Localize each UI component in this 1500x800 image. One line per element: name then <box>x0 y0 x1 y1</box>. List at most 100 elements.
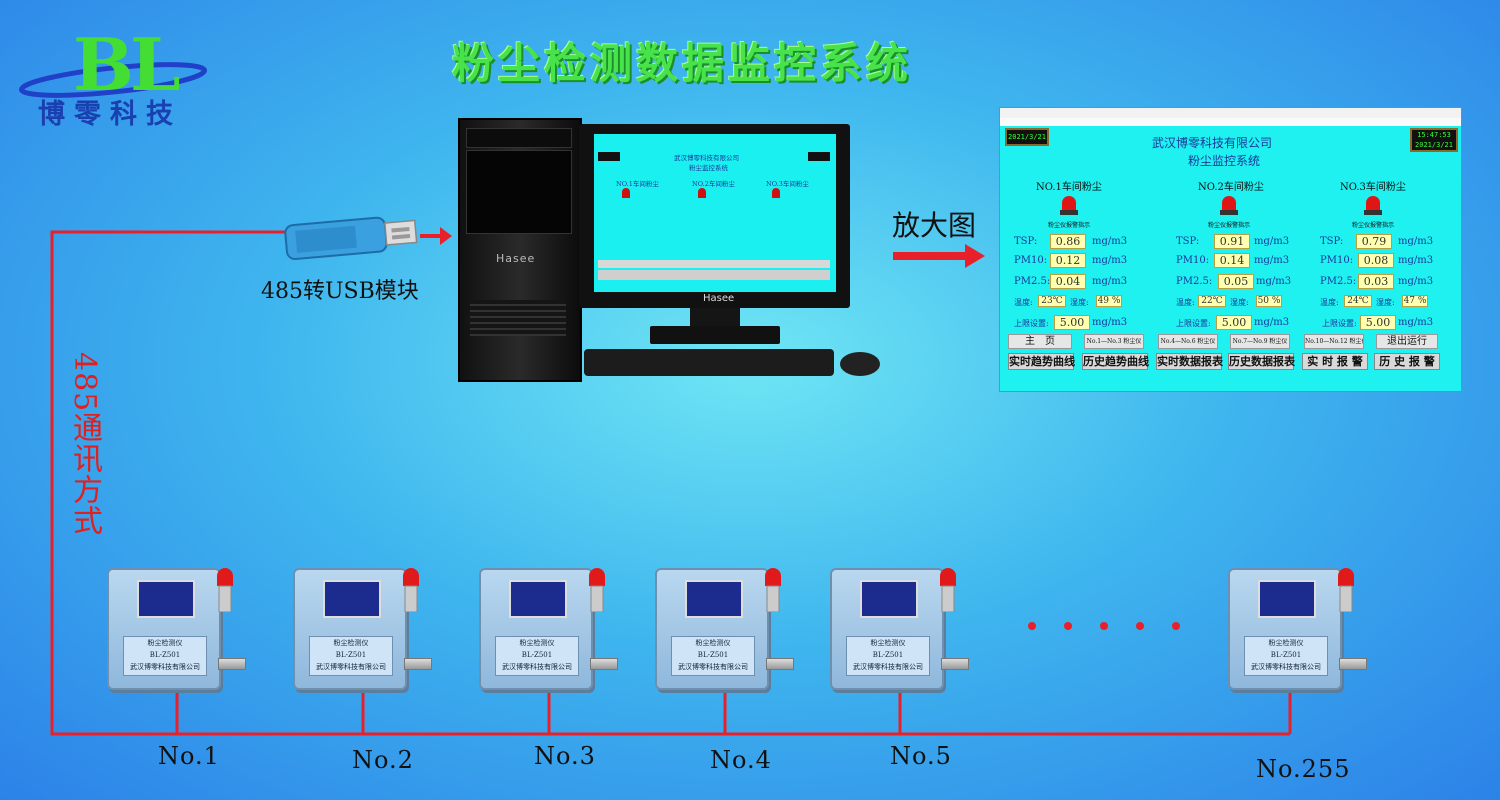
ws1-tsp-unit: mg/m3 <box>1092 236 1128 247</box>
detector-alarm-light-3 <box>589 568 605 612</box>
ws2-alarm-caption: 粉尘仪报警指示 <box>1208 222 1251 229</box>
devices-4-6-button[interactable]: No.4—No.6 粉尘仪 <box>1158 334 1218 349</box>
ws1-tsp-label: TSP: <box>1014 236 1038 247</box>
detector-model: BL-Z501 <box>521 651 553 659</box>
mini-ws1: NO.1车间粉尘 <box>616 180 659 188</box>
ws2-alarm-icon <box>1220 196 1238 215</box>
ws3-temp-value: 24℃ <box>1344 295 1372 307</box>
detector-name: 粉尘检测仪 <box>870 639 906 647</box>
ws2-limit-label: 上限设置: <box>1176 319 1211 328</box>
ws2-tsp-unit: mg/m3 <box>1254 236 1290 247</box>
devices-7-9-button[interactable]: No.7—No.9 粉尘仪 <box>1230 334 1290 349</box>
detector-name: 粉尘检测仪 <box>333 639 369 647</box>
window-system: 粉尘监控系统 <box>1188 154 1261 168</box>
ws2-pm25-label: PM2.5: <box>1176 276 1213 287</box>
detector-model: BL-Z501 <box>697 651 729 659</box>
ws1-limit-label: 上限设置: <box>1014 319 1049 328</box>
home-button[interactable]: 主 页 <box>1008 334 1072 349</box>
detector-alarm-light-4 <box>765 568 781 612</box>
arrow-zoom <box>893 244 985 268</box>
ws3-pm10-label: PM10: <box>1320 255 1354 266</box>
history-trend-button[interactable]: 历史趋势曲线 <box>1082 353 1149 370</box>
ws3-alarm-icon <box>1364 196 1382 215</box>
ws3-title: NO.3车间粉尘 <box>1340 182 1406 193</box>
ws3-limit-label: 上限设置: <box>1322 319 1357 328</box>
detector-screen <box>860 580 918 618</box>
detector-pipe-5 <box>941 658 969 670</box>
ws3-pm10-unit: mg/m3 <box>1398 255 1434 266</box>
ws2-limit-unit: mg/m3 <box>1254 317 1290 328</box>
history-alarm-button[interactable]: 历 史 报 警 <box>1374 353 1440 370</box>
detector-pipe-1 <box>218 658 246 670</box>
mini-clock <box>808 152 830 161</box>
ws3-pm25-label: PM2.5: <box>1320 276 1357 287</box>
mini-system: 粉尘监控系统 <box>689 164 728 172</box>
mini-alarm-3 <box>772 188 780 198</box>
mini-company: 武汉博零科技有限公司 <box>674 154 739 162</box>
device-label-3: No.3 <box>534 742 596 770</box>
detector-maker: 武汉博零科技有限公司 <box>130 663 200 671</box>
detector-alarm-light-1 <box>217 568 233 612</box>
ws2-tsp-label: TSP: <box>1176 236 1200 247</box>
realtime-alarm-button[interactable]: 实 时 报 警 <box>1302 353 1368 370</box>
monitoring-window: 2021/3/21 15:47:53 2021/3/21 武汉博零科技有限公司 … <box>999 107 1462 392</box>
ellipsis-dots <box>1028 622 1180 630</box>
detector-pipe-3 <box>590 658 618 670</box>
detector-pipe-255 <box>1339 658 1367 670</box>
zoom-label: 放大图 <box>892 209 977 242</box>
ws3-pm25-unit: mg/m3 <box>1398 276 1434 287</box>
detector-model: BL-Z501 <box>872 651 904 659</box>
ws3-pm25-value: 0.03 <box>1358 274 1394 289</box>
dust-detector-1: 粉尘检测仪 BL-Z501 武汉博零科技有限公司 <box>107 568 221 690</box>
ws2-pm25-unit: mg/m3 <box>1256 276 1292 287</box>
date-display: 2021/3/21 <box>1005 128 1049 146</box>
mouse <box>840 352 880 376</box>
ws1-title: NO.1车间粉尘 <box>1036 182 1102 193</box>
devices-10-12-button[interactable]: No.10—No.12 粉尘仪 <box>1304 334 1364 349</box>
detector-screen <box>1258 580 1316 618</box>
detector-alarm-light-255 <box>1338 568 1354 612</box>
ws1-temp-label: 温度: <box>1014 298 1033 307</box>
device-label-2: No.2 <box>352 746 414 774</box>
devices-1-3-button[interactable]: No.1—No.3 粉尘仪 <box>1084 334 1144 349</box>
ws1-pm25-unit: mg/m3 <box>1092 276 1128 287</box>
detector-screen <box>323 580 381 618</box>
ws2-humidity-label: 湿度: <box>1230 298 1249 307</box>
window-company: 武汉博零科技有限公司 <box>1152 136 1273 150</box>
ws2-limit-value: 5.00 <box>1216 315 1252 330</box>
history-report-button[interactable]: 历史数据报表 <box>1228 353 1295 370</box>
ws1-alarm-caption: 粉尘仪报警指示 <box>1048 222 1091 229</box>
ws1-limit-value: 5.00 <box>1054 315 1090 330</box>
ws3-humidity-value: 47 % <box>1402 295 1428 307</box>
mini-button-row-2 <box>598 270 830 280</box>
usb-module-label: 485转USB模块 <box>261 279 419 304</box>
tower-brand: Hasee <box>496 252 536 265</box>
ws3-limit-value: 5.00 <box>1360 315 1396 330</box>
keyboard <box>584 349 834 376</box>
ws1-pm10-unit: mg/m3 <box>1092 255 1128 266</box>
ws2-pm25-value: 0.05 <box>1218 274 1254 289</box>
mini-ws2: NO.2车间粉尘 <box>692 180 735 188</box>
window-menubar <box>1000 118 1461 126</box>
detector-name: 粉尘检测仪 <box>147 639 183 647</box>
realtime-report-button[interactable]: 实时数据报表 <box>1156 353 1223 370</box>
detector-model: BL-Z501 <box>149 651 181 659</box>
tower-vent <box>470 300 566 336</box>
detector-maker: 武汉博零科技有限公司 <box>316 663 386 671</box>
detector-screen <box>137 580 195 618</box>
realtime-trend-button[interactable]: 实时趋势曲线 <box>1008 353 1075 370</box>
detector-alarm-light-5 <box>940 568 956 612</box>
ws1-pm25-label: PM2.5: <box>1014 276 1051 287</box>
bus-label: 485通讯方式 <box>67 352 102 537</box>
clock-display: 15:47:53 2021/3/21 <box>1410 128 1458 152</box>
exit-button[interactable]: 退出运行 <box>1376 334 1438 349</box>
svg-text:L: L <box>130 22 181 107</box>
ws2-pm10-value: 0.14 <box>1214 253 1250 268</box>
ws1-temp-value: 23℃ <box>1038 295 1066 307</box>
company-logo: B L <box>18 22 208 107</box>
